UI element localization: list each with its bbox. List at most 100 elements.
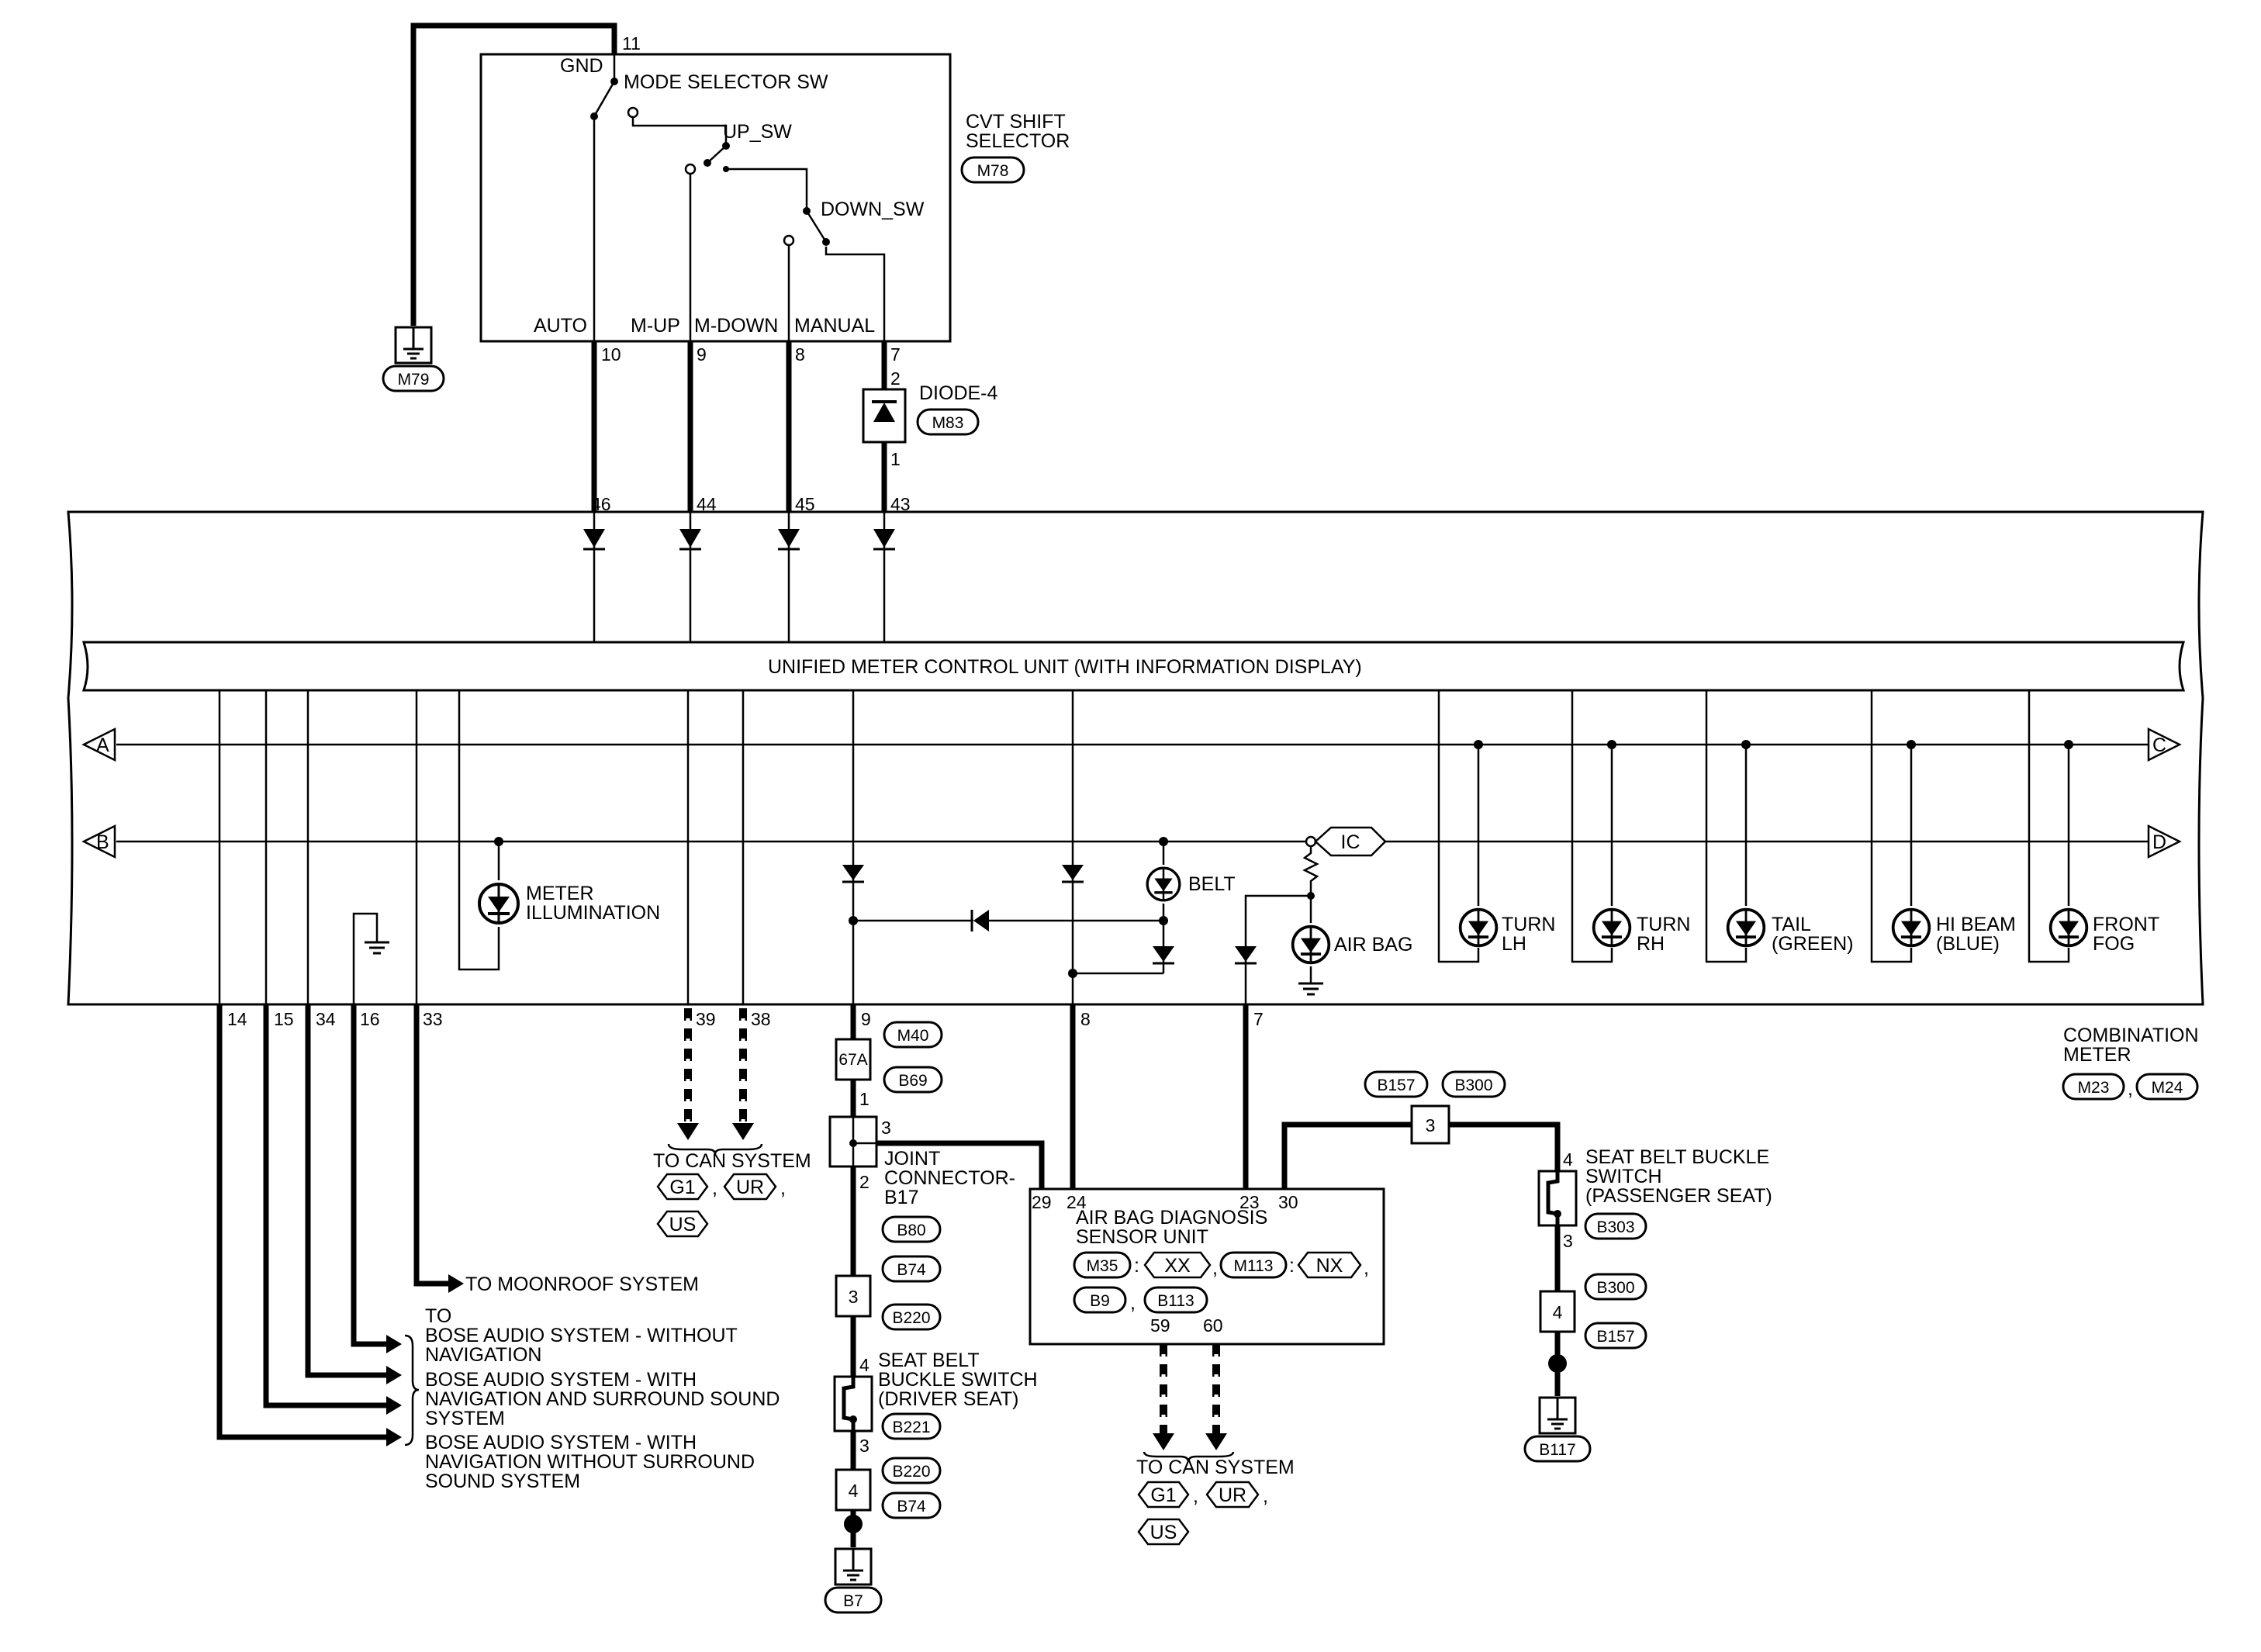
can2-ur: UR bbox=[1219, 1484, 1246, 1506]
fog-lamp-icon bbox=[2048, 907, 2089, 948]
diode-pin-1: 1 bbox=[890, 449, 901, 469]
belt-bus-node bbox=[1159, 837, 1168, 846]
unified-meter-control-unit bbox=[81, 641, 2186, 692]
turn-rh-lamp-icon bbox=[1592, 907, 1632, 948]
driver-switch-label3: (DRIVER SEAT) bbox=[878, 1388, 1019, 1410]
connector-b80-label: B80 bbox=[897, 1222, 925, 1239]
bose-l2c: SYSTEM bbox=[425, 1408, 505, 1429]
joint-pin-2: 2 bbox=[859, 1172, 869, 1192]
ic-flag bbox=[1314, 826, 1387, 857]
diode-pin-2: 2 bbox=[890, 368, 901, 389]
meter-pin-45: 45 bbox=[795, 494, 815, 514]
belt-diode bbox=[1153, 946, 1174, 962]
meter-pin-33: 33 bbox=[423, 1009, 443, 1029]
belt-label: BELT bbox=[1188, 873, 1236, 895]
mup-diode bbox=[679, 529, 701, 548]
airbag-label: AIR BAG bbox=[1334, 934, 1412, 956]
can-arrow-38 bbox=[732, 1123, 754, 1140]
turn-lh-node bbox=[1474, 740, 1483, 749]
joint-label1: JOINT bbox=[884, 1148, 940, 1170]
up-switch-blade bbox=[707, 145, 727, 164]
auto-terminal-label: AUTO bbox=[534, 315, 587, 337]
can1-g1-flag bbox=[656, 1173, 709, 1201]
connector-b300b-label: B300 bbox=[1596, 1279, 1634, 1297]
connector-badge bbox=[881, 1255, 942, 1283]
inline-4-label: 4 bbox=[849, 1481, 859, 1501]
connector-m24-label: M24 bbox=[2152, 1079, 2183, 1097]
connector-m23-label: M23 bbox=[2078, 1079, 2110, 1097]
connector-b113-label: B113 bbox=[1157, 1292, 1194, 1310]
inline-4b-label: 4 bbox=[1553, 1302, 1563, 1322]
connector-badge bbox=[2062, 1073, 2125, 1101]
down-sw-label: DOWN_SW bbox=[821, 199, 925, 220]
bose-brace bbox=[404, 1334, 420, 1446]
manual-common-wire bbox=[631, 117, 728, 146]
meter-pin-7: 7 bbox=[1253, 1009, 1264, 1029]
connector-badge bbox=[960, 156, 1025, 184]
bose-l3c: SOUND SYSTEM bbox=[425, 1471, 580, 1492]
can2-us-flag bbox=[1137, 1518, 1190, 1546]
bus-c-label: C bbox=[2152, 734, 2166, 756]
airbag-lamp-icon bbox=[1291, 924, 1331, 965]
connector-b220b-label: B220 bbox=[892, 1463, 930, 1481]
can2-sep1: , bbox=[1193, 1485, 1198, 1507]
selector-to-meter-wires bbox=[591, 341, 887, 512]
driver-seatbelt-branch: 67A M40 B69 1 3 2 JOINT CONNECTOR- B17 B… bbox=[824, 1004, 1045, 1614]
inline-3-label: 3 bbox=[849, 1287, 859, 1307]
pin-7: 7 bbox=[890, 344, 901, 365]
down-switch-blade bbox=[805, 210, 828, 243]
driver-switch-label2: BUCKLE SWITCH bbox=[878, 1369, 1038, 1391]
meter-illumination-lamp-icon bbox=[478, 883, 520, 924]
wire-conn3-to-switch bbox=[1449, 1121, 1561, 1171]
colon-2: : bbox=[1289, 1255, 1295, 1277]
xx-label: XX bbox=[1164, 1255, 1191, 1277]
connector-badge bbox=[881, 1412, 942, 1440]
meter-pin-14: 14 bbox=[227, 1009, 247, 1029]
can-brace-2 bbox=[1143, 1451, 1235, 1463]
connector-m35-label: M35 bbox=[1087, 1257, 1118, 1275]
connector-badge bbox=[1441, 1070, 1506, 1098]
manual-internal-wire bbox=[825, 247, 886, 341]
connector-b69-label: B69 bbox=[898, 1072, 927, 1090]
manual-terminal-label: MANUAL bbox=[794, 315, 875, 337]
connector-b9-label: B9 bbox=[1090, 1292, 1110, 1310]
bose-l3a: BOSE AUDIO SYSTEM - WITH bbox=[425, 1432, 697, 1453]
airbag-resistor bbox=[1302, 846, 1319, 896]
wire-pin34 bbox=[305, 1004, 388, 1378]
connector-badge bbox=[1219, 1251, 1288, 1279]
down-switch-open-contact bbox=[783, 234, 795, 247]
can2-ur-flag bbox=[1205, 1481, 1260, 1509]
hibeam-circuit bbox=[1870, 690, 1913, 963]
airbag-pin7-wire bbox=[1244, 894, 1311, 1004]
inline-3b-label: 3 bbox=[1426, 1115, 1436, 1135]
pin-8: 8 bbox=[795, 344, 805, 365]
bus-b-label: B bbox=[96, 831, 109, 853]
arrow-pin16 bbox=[386, 1335, 402, 1353]
connector-badge bbox=[1143, 1286, 1208, 1314]
umcu-label: UNIFIED METER CONTROL UNIT (WITH INFORMA… bbox=[768, 656, 1362, 678]
bose-l1b: NAVIGATION bbox=[425, 1344, 541, 1366]
can2-sep2: , bbox=[1263, 1485, 1268, 1507]
turn-lh-circuit bbox=[1437, 690, 1480, 963]
manual-diode bbox=[873, 529, 895, 548]
connector-badge bbox=[881, 1457, 942, 1484]
driver-switch-label1: SEAT BELT bbox=[878, 1350, 980, 1371]
connector-badge bbox=[1364, 1070, 1429, 1098]
can1-us-flag bbox=[656, 1210, 709, 1238]
meter-illum-return bbox=[458, 690, 500, 971]
audio-moonroof-wires: TO MOONROOF SYSTEM TO BOSE AUDIO SYSTEM … bbox=[216, 1004, 780, 1492]
connector-b157a-label: B157 bbox=[1377, 1077, 1415, 1094]
connector-badge bbox=[881, 1303, 942, 1331]
fog-node bbox=[2064, 740, 2073, 749]
indicator-lamps: TURN LH TURN RH TAIL (GREEN) HI BEAM (BL… bbox=[1437, 690, 2159, 963]
airbag-diagnosis-unit: 29 24 23 30 AIR BAG DIAGNOSIS SENSOR UNI… bbox=[1029, 1004, 1385, 1546]
bus-a-flag bbox=[81, 727, 116, 762]
nx-flag bbox=[1297, 1251, 1362, 1279]
tail-label2: (GREEN) bbox=[1772, 933, 1854, 955]
meter-illum-label2: ILLUMINATION bbox=[526, 902, 660, 924]
pin-10: 10 bbox=[601, 344, 621, 365]
connector-b157b-label: B157 bbox=[1596, 1328, 1634, 1346]
connector-m113-label: M113 bbox=[1234, 1257, 1274, 1275]
can1-ur-flag bbox=[723, 1173, 777, 1201]
can1-sep2: , bbox=[780, 1177, 786, 1199]
